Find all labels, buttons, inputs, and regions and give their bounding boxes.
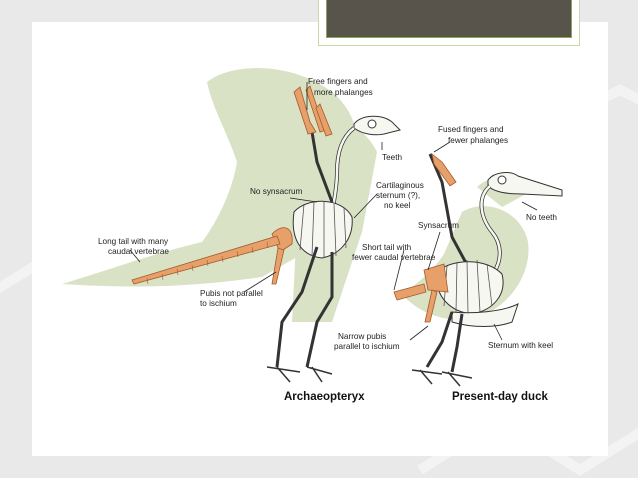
label-no-synsacrum: No synsacrum <box>250 187 303 196</box>
label-cartilaginous-sternum: Cartilaginous sternum (?), no keel <box>376 181 424 210</box>
archaeopteryx-highlights <box>131 85 333 285</box>
label-teeth: Teeth <box>382 153 402 162</box>
archaeopteryx-skeleton <box>266 115 401 383</box>
label-fused-line1: Fused fingers and <box>438 125 504 134</box>
label-cart-line2: sternum (?), <box>376 191 420 200</box>
label-pubis-line2: to ischium <box>200 299 237 308</box>
label-short-tail: Short tail with fewer caudal vertebrae <box>352 243 436 262</box>
label-sternum-keel: Sternum with keel <box>488 341 553 350</box>
label-short-tail-line1: Short tail with <box>362 243 412 252</box>
label-cart-line1: Cartilaginous <box>376 181 424 190</box>
caption-archaeopteryx: Archaeopteryx <box>284 391 365 403</box>
label-fused-line2: fewer phalanges <box>448 136 508 145</box>
skeleton-comparison-diagram: Free fingers and more phalanges Teeth No… <box>62 68 563 403</box>
label-short-tail-line2: fewer caudal vertebrae <box>352 253 436 262</box>
title-bar <box>326 0 572 38</box>
duck-skeleton <box>411 153 563 387</box>
label-cart-line3: no keel <box>384 201 411 210</box>
label-long-tail: Long tail with many caudal vertebrae <box>98 237 169 256</box>
title-frame <box>318 0 580 46</box>
label-free-fingers-line1: Free fingers and <box>308 77 368 86</box>
duck-highlights <box>393 153 457 323</box>
label-pubis-line1: Pubis not parallel <box>200 289 263 298</box>
label-free-fingers: Free fingers and more phalanges <box>308 77 373 97</box>
label-no-teeth: No teeth <box>526 213 557 222</box>
label-fused-fingers: Fused fingers and fewer phalanges <box>438 125 508 145</box>
label-pubis-not-parallel: Pubis not parallel to ischium <box>200 289 263 308</box>
label-free-fingers-line2: more phalanges <box>314 88 373 97</box>
label-long-tail-line1: Long tail with many <box>98 237 169 246</box>
leader-lines <box>129 82 538 341</box>
label-narrow-pubis: Narrow pubis parallel to ischium <box>334 332 400 351</box>
archaeopteryx-tail-vertebrae <box>146 241 269 285</box>
label-narrow-line1: Narrow pubis <box>338 332 386 341</box>
label-long-tail-line2: caudal vertebrae <box>108 247 169 256</box>
caption-duck: Present-day duck <box>452 391 548 403</box>
label-synsacrum: Synsacrum <box>418 221 459 230</box>
label-narrow-line2: parallel to ischium <box>334 342 400 351</box>
